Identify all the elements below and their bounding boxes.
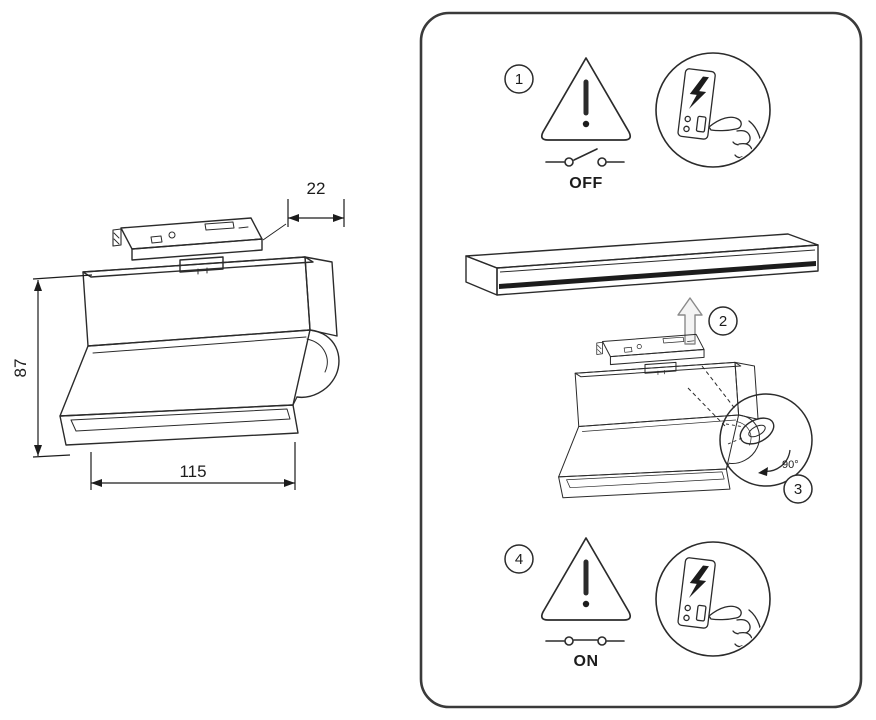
dimension-22-label: 22	[307, 179, 326, 198]
rotation-angle-label: 90°	[782, 459, 799, 471]
rail-groove-line	[499, 249, 816, 273]
instruction-panel: 1 OFF 2	[419, 11, 863, 709]
dimension-87: 87	[11, 274, 93, 458]
hinge-knuckle-detail	[739, 417, 775, 445]
rotation-arrowhead-icon	[758, 467, 768, 476]
rotation-detail-circle: 90°	[719, 393, 813, 487]
step-2-group: 2	[465, 233, 819, 345]
step-1-number: 1	[515, 71, 523, 88]
fixture-drawing-large	[59, 217, 340, 446]
track-rail-drawing	[465, 233, 819, 296]
knuckle-axis-dashes	[725, 423, 745, 445]
dimension-115: 115	[90, 442, 296, 490]
on-label: ON	[574, 653, 599, 670]
step-1-group: 1 OFF	[504, 53, 770, 192]
step-3-group: 90° 3	[558, 333, 813, 504]
breaker-off-detail	[656, 53, 770, 169]
off-label: OFF	[569, 175, 603, 192]
panel-border	[419, 11, 863, 709]
step-2-badge: 2	[708, 306, 738, 336]
dimension-115-label: 115	[179, 462, 206, 481]
step-3-badge: 3	[783, 474, 813, 504]
dimension-22: 22	[262, 179, 345, 241]
step-4-badge: 4	[504, 544, 534, 574]
breaker-on-detail	[656, 542, 770, 658]
rail-left-end	[465, 255, 498, 296]
step-2-number: 2	[719, 313, 727, 330]
up-arrow-icon	[677, 297, 703, 345]
dimension-87-label: 87	[11, 359, 30, 378]
rotation-leader-lines	[687, 365, 737, 428]
step-4-group: 4 ON	[504, 538, 770, 670]
fixture-dimension-view: 22 87 115	[11, 179, 345, 490]
step-3-number: 3	[794, 481, 802, 498]
step-4-number: 4	[515, 551, 523, 568]
rail-slot	[499, 261, 816, 289]
step-1-badge: 1	[504, 64, 534, 94]
